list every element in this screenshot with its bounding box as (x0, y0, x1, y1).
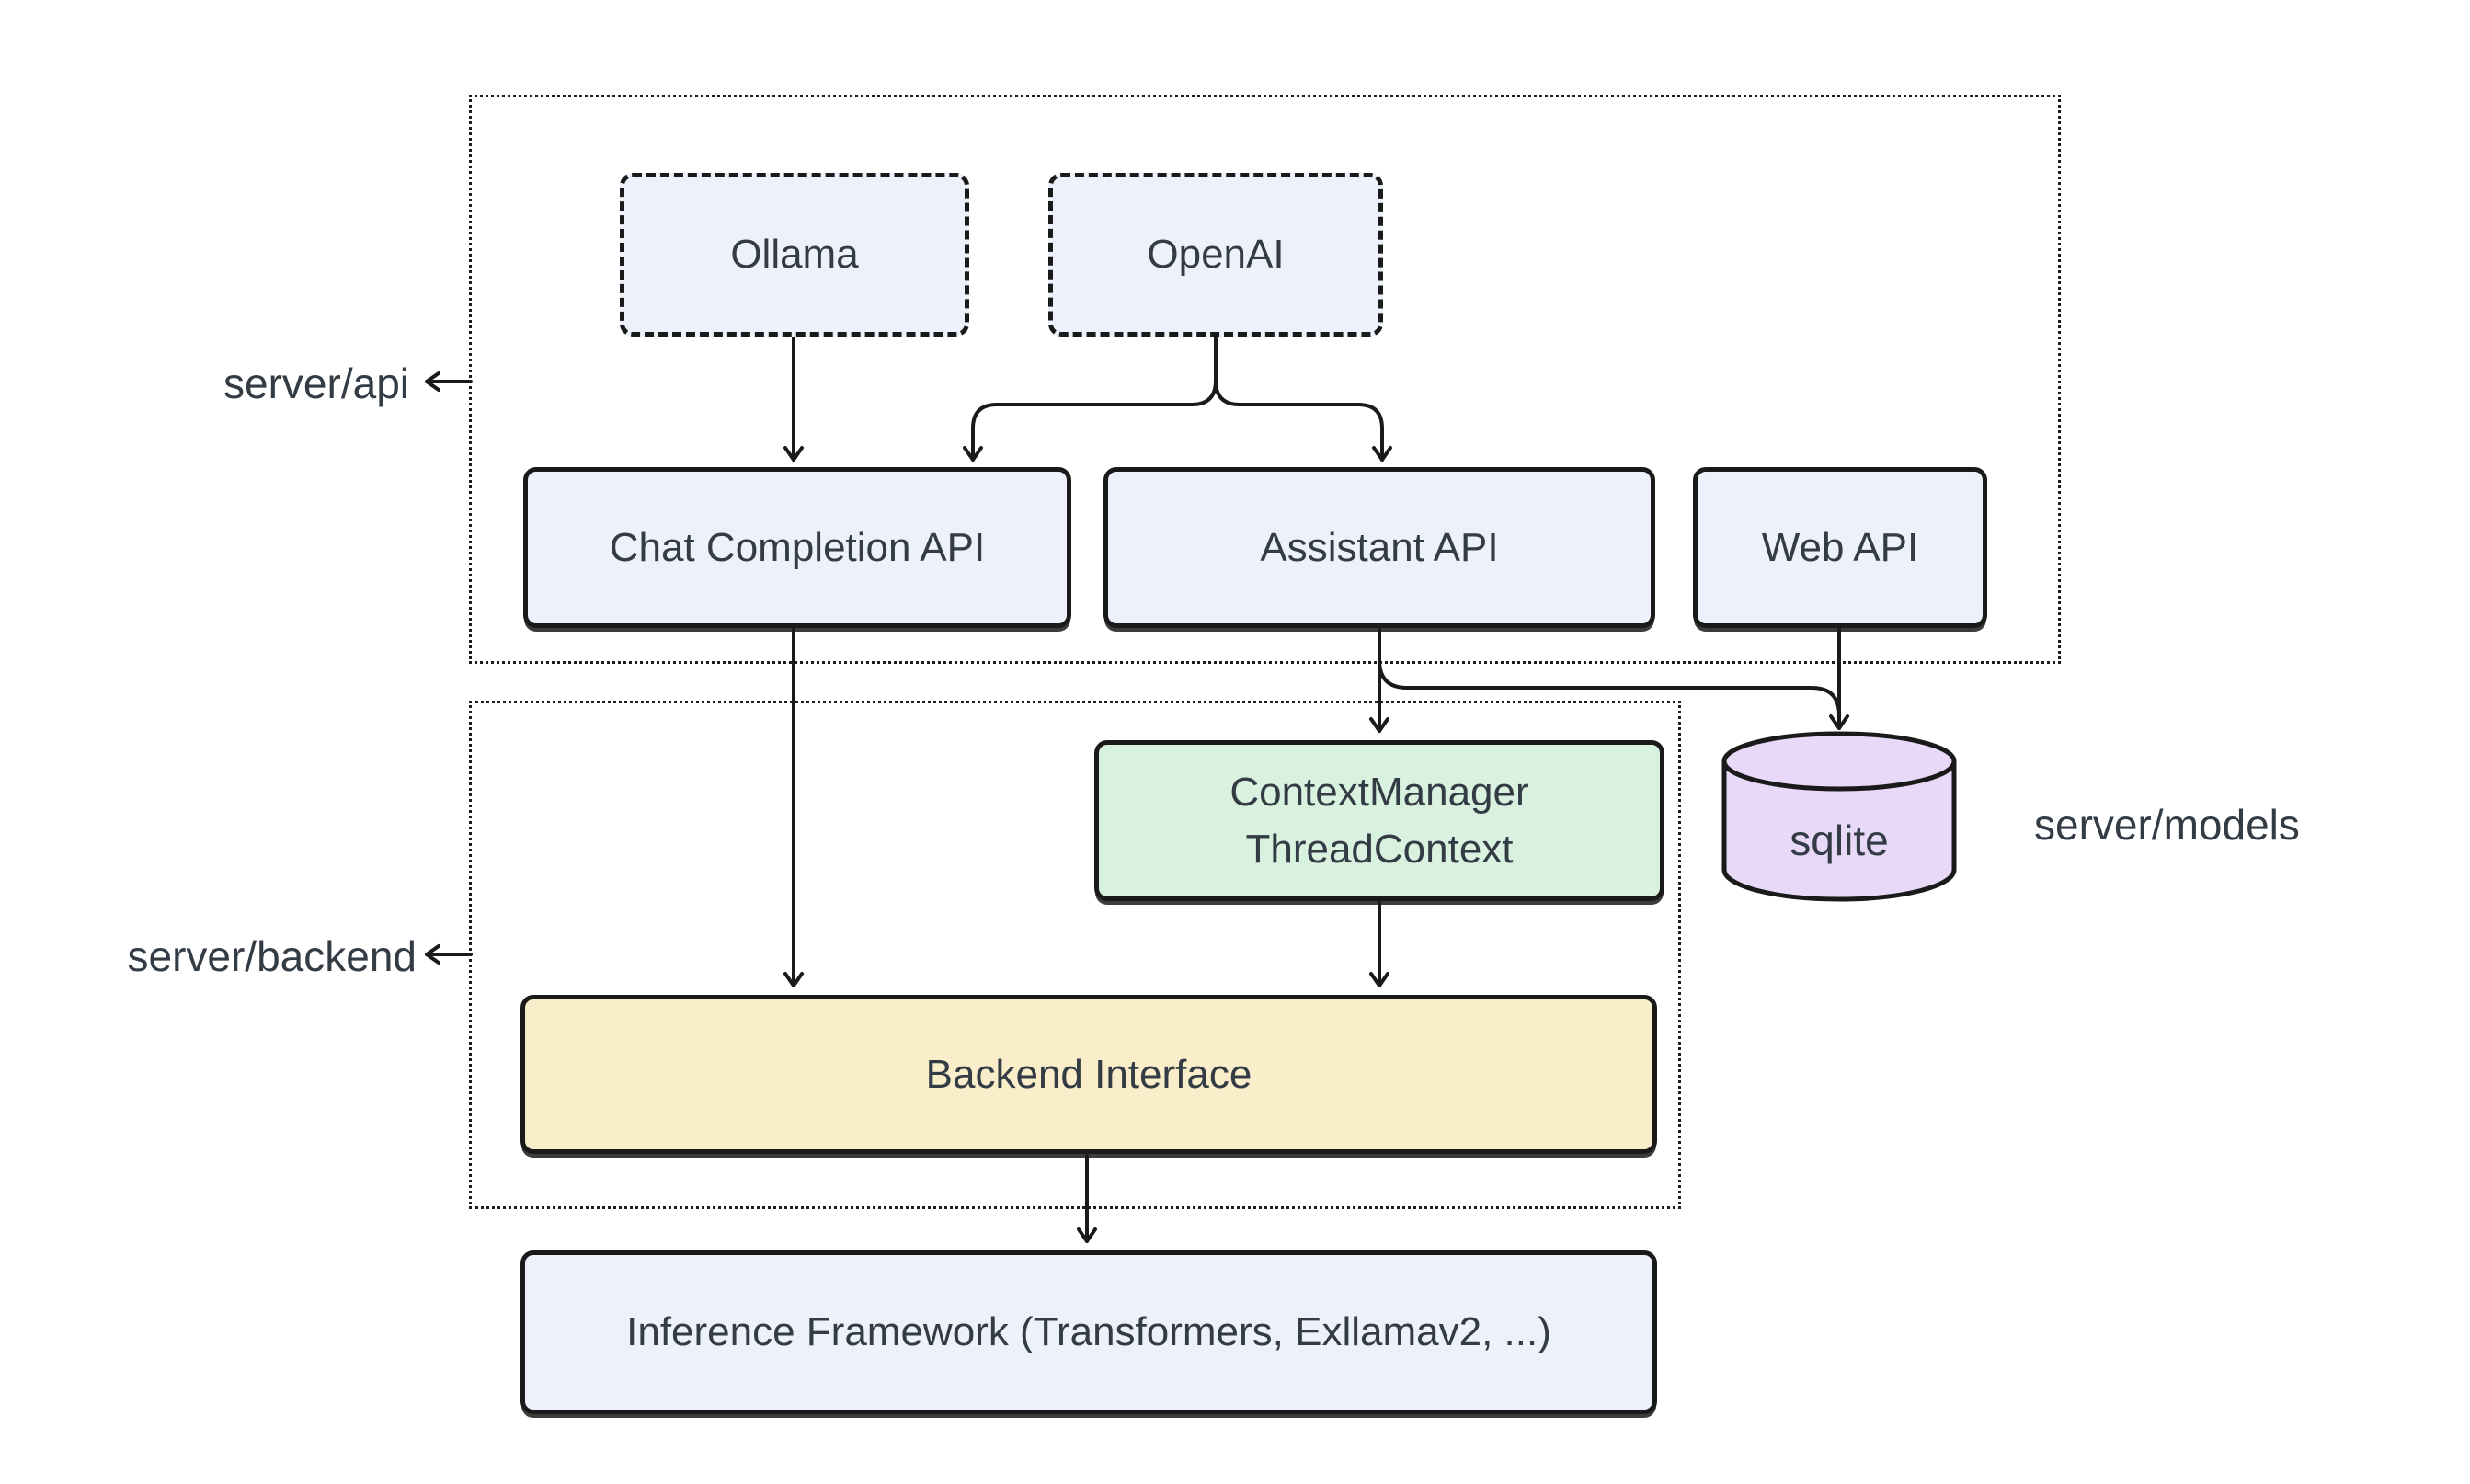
node-context-manager-line1: ContextManager (1229, 769, 1529, 815)
node-assistant-api: Assistant API (1103, 467, 1655, 628)
node-context-manager: ContextManager ThreadContext (1094, 740, 1664, 901)
node-backend-interface-label: Backend Interface (925, 1051, 1252, 1097)
node-ollama-label: Ollama (730, 232, 859, 278)
label-server-models: server/models (2034, 801, 2300, 849)
node-chat-completion-api-label: Chat Completion API (609, 524, 986, 570)
node-web-api-label: Web API (1761, 524, 1919, 570)
database-cylinder-icon (1721, 731, 1957, 902)
node-openai: OpenAI (1048, 173, 1383, 337)
node-sqlite-label: sqlite (1790, 816, 1889, 864)
node-web-api: Web API (1693, 467, 1987, 628)
node-ollama: Ollama (620, 173, 969, 337)
node-sqlite: sqlite (1721, 815, 1957, 866)
node-assistant-api-label: Assistant API (1260, 524, 1499, 570)
group-server-api (469, 95, 2061, 664)
node-context-manager-line2: ThreadContext (1245, 826, 1514, 872)
node-backend-interface: Backend Interface (520, 995, 1657, 1154)
label-server-api: server/api (223, 360, 409, 407)
node-openai-label: OpenAI (1147, 232, 1285, 278)
label-server-backend: server/backend (127, 932, 417, 980)
node-chat-completion-api: Chat Completion API (523, 467, 1071, 628)
node-inference-framework: Inference Framework (Transformers, Exlla… (520, 1250, 1657, 1414)
node-inference-framework-label: Inference Framework (Transformers, Exlla… (626, 1309, 1551, 1355)
